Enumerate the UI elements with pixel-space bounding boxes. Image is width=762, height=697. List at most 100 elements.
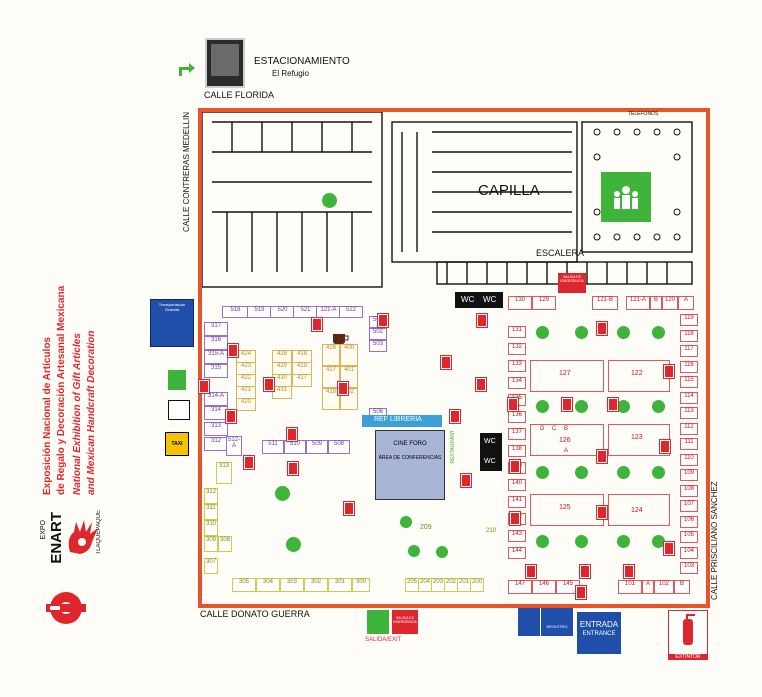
booth[interactable]: 313 xyxy=(204,422,228,436)
booth[interactable]: 511 xyxy=(262,440,284,454)
booth[interactable]: 119 xyxy=(680,314,698,326)
booth[interactable]: 106 xyxy=(680,515,698,528)
booth[interactable]: 305 xyxy=(232,578,256,592)
booth[interactable]: 313 xyxy=(216,462,232,484)
booth[interactable]: 121-A xyxy=(316,306,341,318)
booth[interactable]: 417 xyxy=(292,374,312,387)
booth[interactable]: 116 xyxy=(680,360,698,373)
booth[interactable]: 203 xyxy=(431,578,445,592)
booth[interactable]: 118 xyxy=(680,329,698,342)
booth[interactable]: 312 xyxy=(204,488,218,504)
booth[interactable]: 120 xyxy=(662,296,678,310)
booth[interactable]: 147 xyxy=(508,580,532,594)
booth-label[interactable]: 122 xyxy=(631,370,643,377)
booth[interactable]: 205 xyxy=(405,578,419,592)
booth[interactable]: 302 xyxy=(304,578,328,592)
booth[interactable]: A xyxy=(642,580,654,594)
booth[interactable]: 301 xyxy=(328,578,352,592)
booth[interactable]: 113 xyxy=(680,407,698,419)
booth[interactable]: 132 xyxy=(508,343,526,355)
booth[interactable]: 309 xyxy=(204,536,218,552)
booth[interactable]: 300 xyxy=(352,578,370,592)
booth[interactable]: 303 xyxy=(280,578,304,592)
booth-letter[interactable]: D xyxy=(540,426,545,432)
booth[interactable]: 141 xyxy=(508,496,526,508)
booth[interactable]: B xyxy=(650,296,662,310)
booth[interactable]: 503 xyxy=(369,340,387,352)
booth[interactable]: 310 xyxy=(204,520,218,536)
booth[interactable]: 115 xyxy=(680,376,698,388)
booth[interactable]: 103 xyxy=(680,562,698,574)
booth[interactable]: 201 xyxy=(457,578,471,592)
booth-label[interactable]: 126 xyxy=(559,437,571,444)
booth[interactable]: 121-B xyxy=(592,296,618,310)
booth[interactable]: 107 xyxy=(680,500,698,512)
booth[interactable]: 121-A xyxy=(626,296,650,310)
booth[interactable]: 307 xyxy=(204,558,218,574)
booth[interactable]: 140 xyxy=(508,479,526,491)
booth[interactable]: 518 xyxy=(222,306,249,318)
booth-letter[interactable]: B xyxy=(564,426,569,432)
booth[interactable]: 105 xyxy=(680,531,698,543)
booth[interactable]: 316 xyxy=(204,336,228,350)
booth[interactable]: 134 xyxy=(508,377,526,389)
booth[interactable]: 143 xyxy=(508,530,526,542)
booth[interactable]: 131 xyxy=(508,326,526,338)
booth[interactable]: 512-A xyxy=(226,436,242,456)
booth[interactable]: 314-A xyxy=(204,392,228,406)
booth-label[interactable]: 124 xyxy=(631,507,643,514)
booth[interactable]: 420 xyxy=(236,398,256,411)
booth[interactable]: 114 xyxy=(680,391,698,404)
exit-sign[interactable] xyxy=(367,610,389,634)
booth-210[interactable]: 210 xyxy=(486,528,497,534)
booth[interactable]: 110 xyxy=(680,453,698,466)
booth[interactable]: 521 xyxy=(293,306,318,318)
booth[interactable]: 431 xyxy=(272,386,292,399)
booth[interactable]: 520 xyxy=(270,306,295,318)
booth[interactable]: 137 xyxy=(508,428,526,440)
booth[interactable]: 104 xyxy=(680,546,698,559)
booth[interactable]: 204 xyxy=(418,578,432,592)
booth[interactable]: 102 xyxy=(654,580,674,594)
booth[interactable]: 312 xyxy=(204,437,228,451)
booth[interactable]: 133 xyxy=(508,360,526,372)
entrance-sign[interactable]: ENTRADA ENTRANCE xyxy=(577,612,621,654)
booth[interactable]: 117 xyxy=(680,345,698,357)
booth[interactable]: 502 xyxy=(369,328,387,340)
booth[interactable]: 308 xyxy=(218,536,232,552)
booth[interactable]: 509 xyxy=(306,440,328,454)
booth[interactable]: 510 xyxy=(284,440,306,454)
booth-letter[interactable]: C xyxy=(552,426,557,432)
booth[interactable]: 315-A xyxy=(204,350,228,364)
booth[interactable]: 519 xyxy=(247,306,272,318)
booth[interactable]: 418 xyxy=(322,388,340,410)
booth[interactable]: 136 xyxy=(508,411,526,423)
booth-label[interactable]: 123 xyxy=(631,434,643,441)
booth[interactable]: 416 xyxy=(322,344,340,366)
booth[interactable]: 146 xyxy=(532,580,556,594)
booth[interactable]: 101 xyxy=(618,580,642,594)
booth[interactable]: 311 xyxy=(204,504,218,520)
booth[interactable]: 317 xyxy=(204,322,228,336)
booth[interactable]: 304 xyxy=(256,578,280,592)
booth[interactable]: 111 xyxy=(680,438,698,450)
booth[interactable]: 508 xyxy=(328,440,350,454)
booth-label[interactable]: 125 xyxy=(559,504,571,511)
booth-label[interactable]: 127 xyxy=(559,370,571,377)
booth[interactable]: 138 xyxy=(508,445,526,457)
booth-letter[interactable]: A xyxy=(564,448,569,454)
booth[interactable]: 200 xyxy=(470,578,484,592)
booth[interactable]: 202 xyxy=(444,578,458,592)
booth[interactable]: 400 xyxy=(340,344,358,366)
booth[interactable]: 417 xyxy=(322,366,340,388)
booth[interactable]: 109 xyxy=(680,469,698,481)
booth[interactable]: 129 xyxy=(532,296,556,310)
booth[interactable]: B xyxy=(674,580,690,594)
booth[interactable]: 130 xyxy=(508,296,532,310)
booth[interactable]: 522 xyxy=(339,306,363,318)
booth[interactable]: 144 xyxy=(508,547,526,559)
booth[interactable]: A xyxy=(678,296,694,310)
booth[interactable]: 108 xyxy=(680,484,698,497)
booth[interactable]: 315 xyxy=(204,364,228,378)
booth[interactable]: 421 xyxy=(236,386,256,399)
